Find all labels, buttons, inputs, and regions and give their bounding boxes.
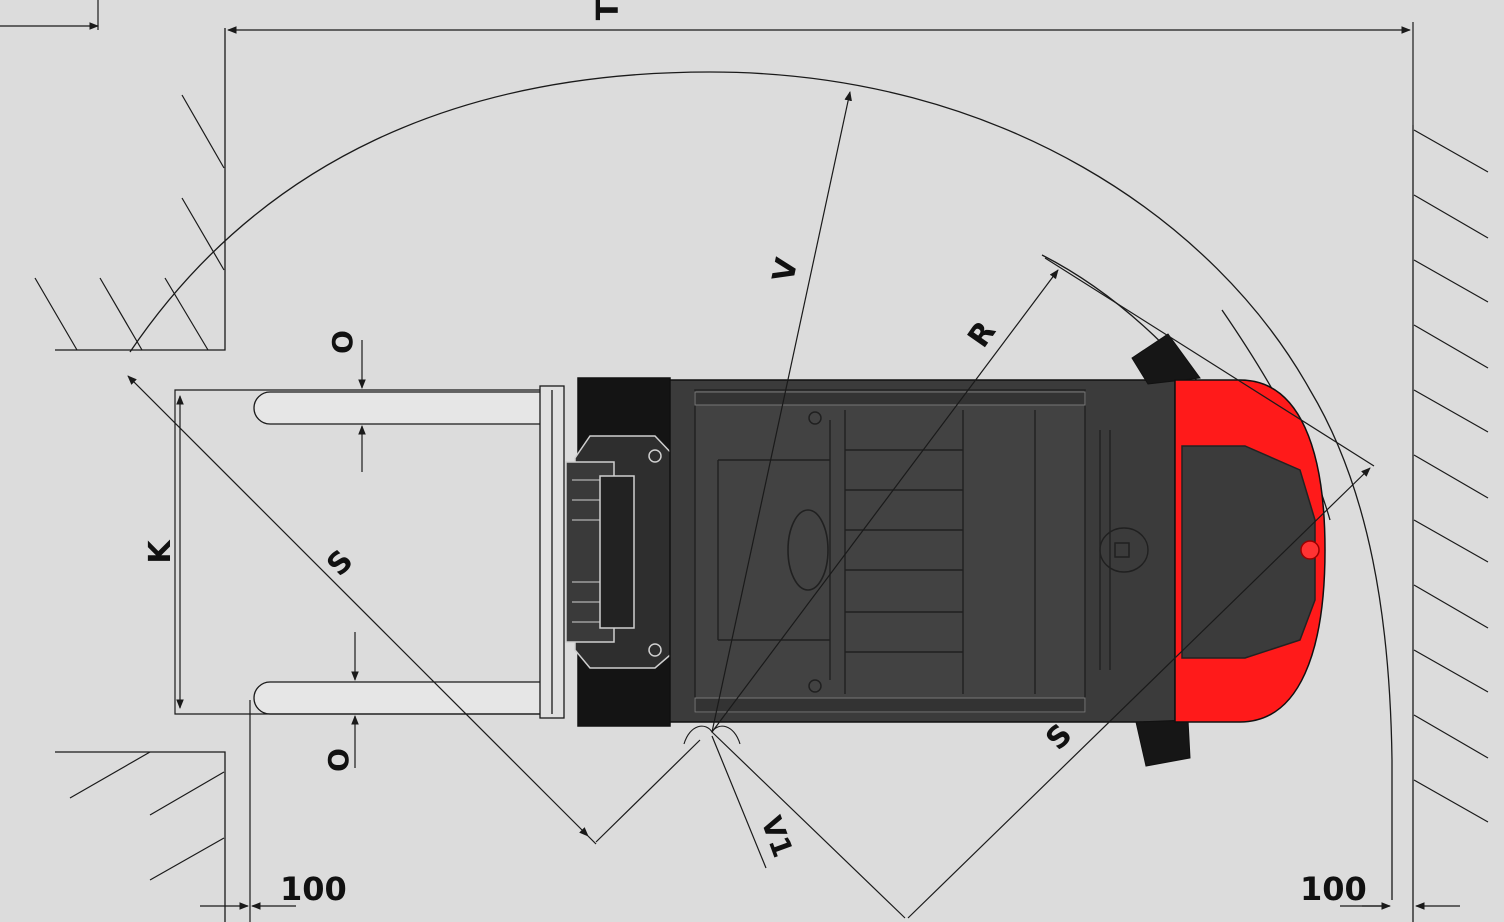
label-t: T [591,0,626,20]
dimension-lines [127,91,1375,919]
dimension-t [0,0,1414,125]
truck-body [669,379,1176,723]
dimension-100 [200,700,1460,922]
label-s-left: S [320,543,360,583]
wall-hatching [34,94,1489,881]
label-o-top: O [326,330,359,354]
label-100-right: 100 [1300,870,1367,908]
counterweight [1174,379,1326,723]
label-r: R [961,315,1003,354]
label-s-right: S [1039,717,1079,757]
label-100-left: 100 [280,870,347,908]
label-v1: V1 [754,812,799,862]
rear-wheels [1131,333,1201,767]
label-o-bottom: O [322,748,355,772]
forks [253,385,565,719]
pivot-point [683,725,741,745]
load-outline [174,389,540,715]
label-v: V [766,254,805,285]
label-k: K [143,539,178,564]
